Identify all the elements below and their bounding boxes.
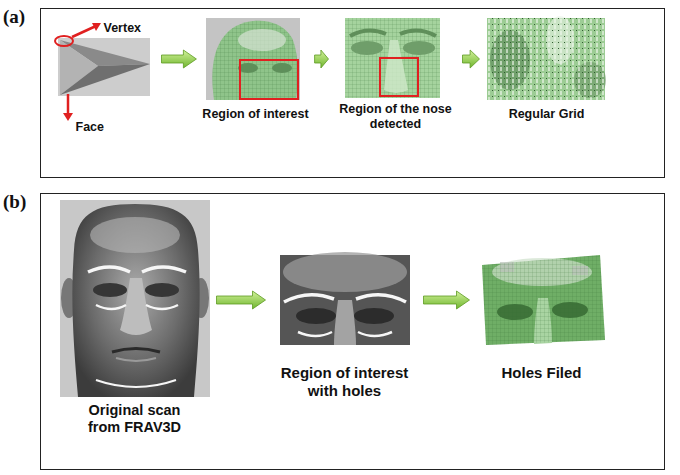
holes-region-picture [280, 252, 410, 345]
text-slot: Face [76, 117, 105, 135]
text-slot: (b) [3, 191, 26, 213]
callout-label: Vertex [104, 21, 142, 35]
filled-mesh-picture-part [482, 255, 605, 345]
text-slot: Vertex [104, 18, 142, 36]
panel-frame: (a)VertexFaceRegion of interestRegion of… [40, 8, 665, 178]
stage-caption: Original scan from FRAV3D [73, 402, 197, 437]
nose-region-picture-part [345, 18, 440, 98]
face-mesh-picture-part [272, 63, 292, 73]
holes-region-picture-part [354, 308, 394, 324]
panel-letter: (b) [3, 191, 26, 212]
stage-box: Region of interest [198, 14, 312, 126]
text-slot: Region of interest with holes [268, 364, 422, 401]
flow-arrow [424, 291, 470, 309]
panel-frame: (b)Original scan from FRAV3DRegion of in… [40, 193, 665, 470]
face-mesh-picture-part [206, 18, 300, 100]
stage-caption: Region of interest with holes [270, 364, 420, 401]
filled-mesh-picture [482, 255, 605, 345]
mesh-element-picture-part [55, 36, 73, 46]
face-scan-picture-part [146, 305, 178, 309]
nose-region-picture-part [400, 30, 436, 36]
flow-arrow [463, 50, 480, 68]
face-scan-picture-part [116, 358, 156, 361]
stage-caption: Region of the nose detected [335, 102, 457, 133]
holes-region-picture-part [334, 300, 356, 345]
mesh-element-picture-part [60, 64, 150, 95]
regular-grid-picture [487, 16, 606, 100]
face-scan-picture-part [96, 305, 126, 309]
holes-region-picture-part [358, 332, 392, 336]
face-scan-picture-part [93, 283, 127, 297]
stage-caption: Holes Filed [501, 364, 581, 382]
text-slot: Holes Filed [472, 364, 612, 382]
face-scan-picture-part [142, 267, 186, 272]
nose-region-picture [345, 18, 440, 98]
face-mesh-picture-part [238, 29, 286, 51]
holes-region-picture-part [296, 308, 336, 324]
regular-grid-picture-part [487, 18, 605, 100]
text-slot: Regular Grid [482, 104, 612, 122]
stage-box: VertexFace [56, 12, 160, 138]
face-scan-picture-part [60, 200, 210, 397]
stage-caption: Region of interest [202, 107, 308, 122]
stage-box: Region of interest with holes [268, 252, 422, 408]
mesh-element-picture-part [72, 26, 96, 37]
holes-region-picture-part [283, 252, 407, 292]
face-scan-picture-part [88, 267, 130, 272]
holes-region-picture-part [298, 332, 332, 336]
face-scan-picture-part [112, 349, 160, 353]
text-slot: Region of the nose detected [331, 102, 461, 133]
holes-region-picture-part [284, 295, 334, 302]
stage-box: Regular Grid [482, 14, 612, 126]
nose-region-picture-part [351, 41, 383, 55]
mesh-element-picture [55, 23, 150, 121]
flow-arrow [315, 50, 329, 68]
mesh-element-picture-part [92, 23, 101, 31]
face-mesh-picture-part [212, 21, 297, 100]
nose-region-picture-part [380, 58, 418, 96]
face-scan-picture-part [90, 217, 180, 253]
text-slot: Original scan from FRAV3D [55, 402, 215, 437]
nose-region-picture-part [384, 40, 408, 93]
filled-mesh-picture-part [482, 255, 605, 345]
face-mesh-picture-part [212, 21, 297, 100]
holes-region-picture-part [356, 295, 406, 302]
face-scan-picture-part [96, 380, 176, 387]
callout-label: Face [76, 120, 105, 134]
mesh-element-picture-part [67, 94, 70, 114]
mesh-element-picture-part [63, 113, 73, 121]
face-scan-picture [60, 200, 210, 397]
face-scan-picture-part [145, 283, 179, 297]
face-mesh-picture [206, 18, 300, 100]
nose-region-picture-part [350, 30, 386, 36]
face-scan-picture-part [72, 204, 199, 397]
regular-grid-picture-part [487, 18, 605, 100]
flow-arrow [217, 291, 266, 309]
mesh-element-picture-part [58, 38, 150, 96]
text-slot: (a) [3, 6, 25, 28]
stage-caption: Regular Grid [509, 107, 585, 122]
face-mesh-picture-part [240, 60, 298, 99]
stage-box: Region of the nose detected [331, 14, 461, 138]
text-slot: Region of interest [198, 104, 312, 122]
nose-region-picture-part [345, 18, 440, 98]
flow-arrow [162, 50, 197, 68]
stage-box: Holes Filed [472, 252, 612, 392]
stage-box: Original scan from FRAV3D [55, 198, 215, 450]
panel-letter: (a) [3, 6, 25, 27]
nose-region-picture-part [403, 41, 435, 55]
